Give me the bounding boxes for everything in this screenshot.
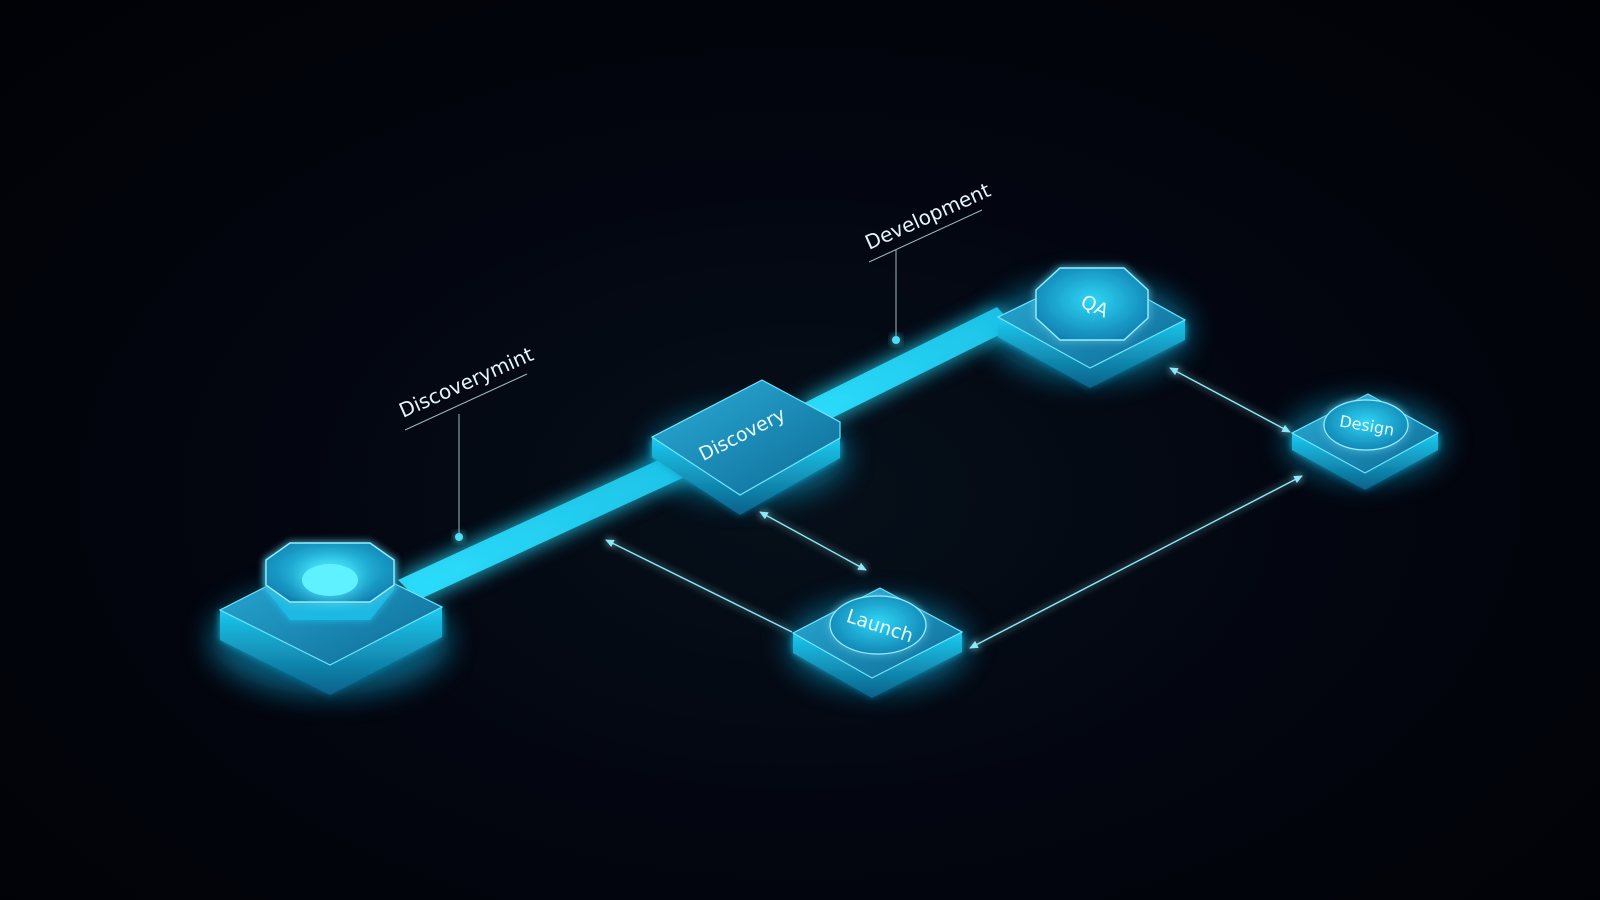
- connectors: [605, 367, 1303, 649]
- node-launch-slab-side: [793, 632, 962, 698]
- callout-top-dot: [892, 336, 900, 344]
- node-qa[interactable]: QA: [996, 267, 1187, 388]
- connector-launch-design: [969, 475, 1303, 649]
- node-discovery-slab-side: [652, 437, 840, 515]
- node-qa-slab-side: [998, 317, 1185, 388]
- callout-top-label: Development: [861, 178, 994, 255]
- node-start-core: [302, 564, 358, 596]
- main-beam: [398, 307, 1015, 600]
- connector-discovery-launch: [759, 511, 867, 571]
- callout-left-underline: [404, 373, 528, 431]
- node-start-slab-side: [220, 607, 442, 695]
- connector-qa-design: [1169, 367, 1291, 433]
- callout-left-label: Discoverymint: [395, 342, 537, 423]
- node-design-disc: [1323, 399, 1409, 451]
- node-discovery-slab-top: [650, 379, 841, 496]
- node-qa-octagon: [1035, 267, 1149, 341]
- node-start[interactable]: [218, 542, 444, 695]
- node-design[interactable]: Design: [1290, 393, 1440, 490]
- node-launch-disc: [829, 595, 927, 655]
- callout-top-underline: [868, 209, 983, 263]
- connector-launch-beam: [605, 539, 793, 633]
- node-design-slab-side: [1292, 433, 1438, 490]
- callout-left-dot: [455, 533, 463, 541]
- callout-left: Discoverymint: [395, 342, 537, 541]
- node-discovery[interactable]: Discovery: [650, 379, 841, 515]
- node-launch[interactable]: Launch: [791, 587, 964, 698]
